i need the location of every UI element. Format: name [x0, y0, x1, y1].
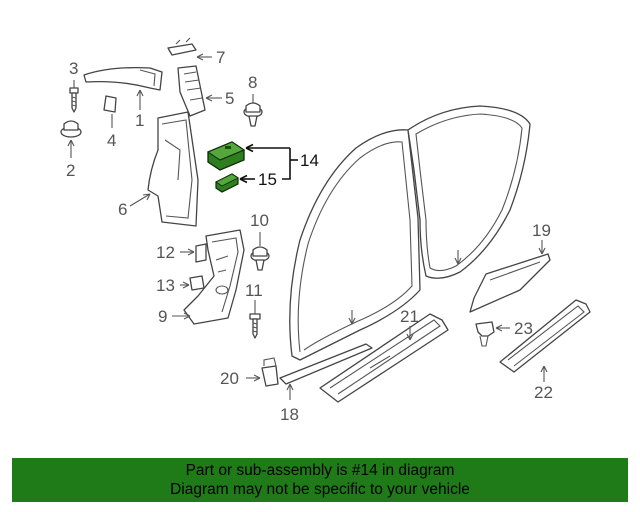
- callout-22: 22: [534, 383, 553, 402]
- door-seal-front: [289, 129, 421, 361]
- part-14-module: [206, 141, 246, 171]
- banner-line-1: Part or sub-assembly is #14 in diagram: [185, 462, 455, 479]
- part-21-sill-plate: [319, 313, 449, 403]
- banner-line-2: Diagram may not be specific to your vehi…: [170, 481, 470, 498]
- callout-20: 20: [220, 369, 239, 388]
- callout-12: 12: [156, 243, 175, 262]
- part-5-trim: [177, 65, 222, 117]
- callout-labels: 1 2 3 4 5 6 7 8 9 10 11 12 13 14 15 18 1…: [66, 48, 553, 424]
- callout-21: 21: [400, 307, 419, 326]
- part-13-clip: [180, 275, 205, 291]
- callout-11: 11: [245, 281, 263, 300]
- callout-10: 10: [250, 211, 269, 230]
- part-18-sill-strip: [279, 343, 373, 400]
- callout-1: 1: [135, 111, 144, 130]
- callout-23: 23: [514, 319, 533, 338]
- part-12-clip: [180, 243, 207, 263]
- callout-9: 9: [158, 307, 167, 326]
- part-4-bracket: [103, 95, 117, 128]
- part-10-clip: [250, 232, 270, 271]
- part-8-clip: [243, 94, 263, 127]
- callout-13: 13: [156, 276, 175, 295]
- callout-7: 7: [216, 48, 225, 67]
- callout-15: 15: [258, 170, 277, 189]
- part-1-upper-trim: [83, 67, 163, 110]
- callout-5: 5: [225, 89, 234, 108]
- leaders-14-15: [239, 143, 298, 184]
- part-23-clip: [475, 321, 510, 347]
- part-9-lower-trim: [172, 229, 245, 325]
- part-6-pillar-trim: [129, 111, 199, 227]
- part-7-clip: [167, 37, 212, 61]
- info-banner: Part or sub-assembly is #14 in diagram D…: [12, 458, 628, 502]
- callout-2: 2: [66, 161, 75, 180]
- part-11-screw: [249, 300, 261, 339]
- callout-18: 18: [280, 405, 299, 424]
- callout-4: 4: [107, 131, 116, 150]
- callout-19: 19: [532, 221, 551, 240]
- part-2-grommet: [60, 120, 82, 158]
- part-20-clip: [246, 357, 279, 387]
- part-22-sill-plate: [499, 299, 591, 382]
- callout-3: 3: [69, 59, 78, 78]
- door-seal-rear: [407, 105, 531, 279]
- callout-14: 14: [300, 151, 319, 170]
- callout-6: 6: [118, 200, 127, 219]
- part-15-connector: [215, 173, 239, 193]
- callout-8: 8: [248, 73, 257, 92]
- part-3-screw: [69, 80, 79, 113]
- part-19-rear-trim: [469, 240, 551, 313]
- parts-diagram: 1 2 3 4 5 6 7 8 9 10 11 12 13 14 15 18 1…: [60, 37, 591, 424]
